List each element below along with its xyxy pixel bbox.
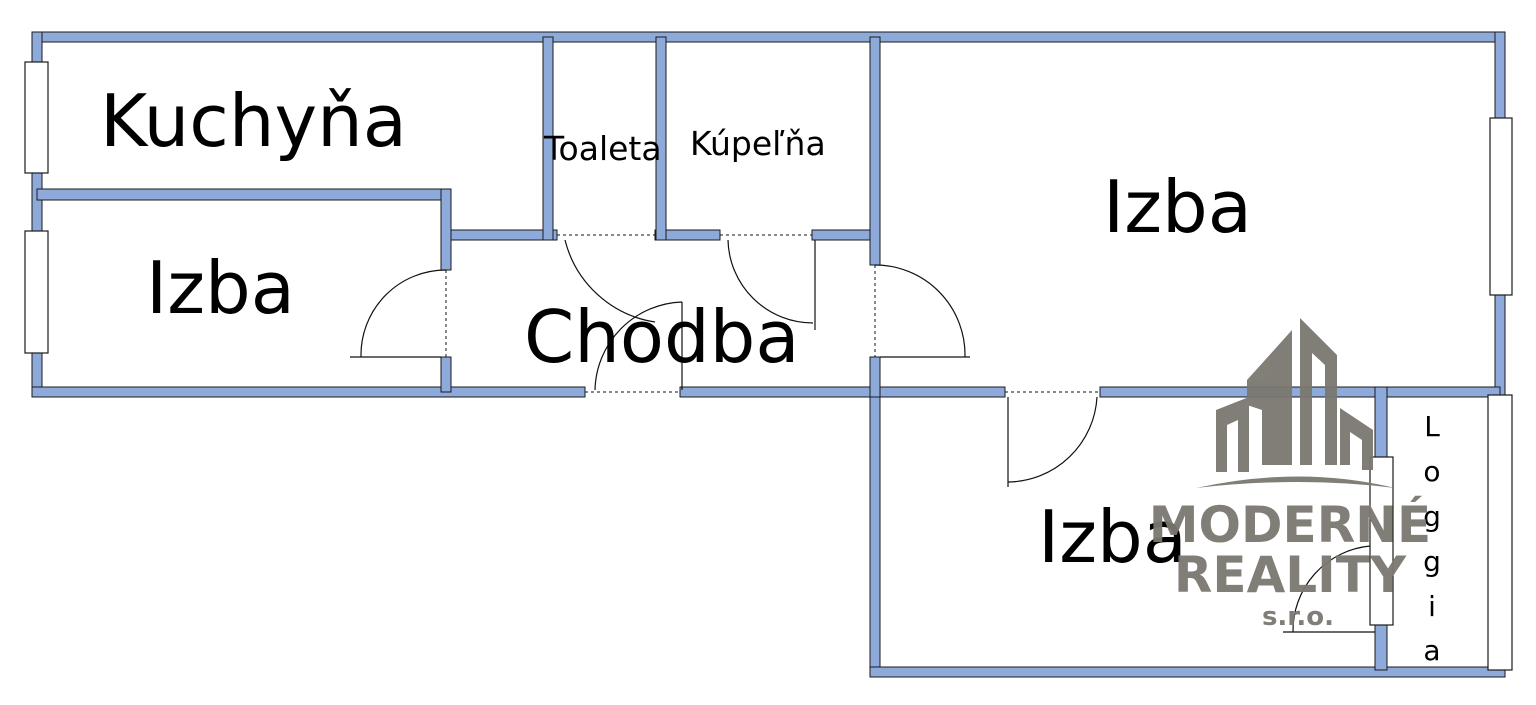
label-loggia: L o g g i a — [1423, 410, 1441, 667]
label-room-right: Izba — [1103, 165, 1252, 249]
logo-line3: s.r.o. — [1262, 602, 1334, 632]
label-room-lower: Izba — [1038, 495, 1187, 579]
logo-line1: MODERNÉ — [1149, 495, 1431, 554]
svg-text:g: g — [1423, 500, 1441, 533]
logo-line2: REALITY — [1174, 546, 1407, 604]
label-kitchen: Kuchyňa — [100, 79, 407, 163]
windows — [24, 61, 1513, 671]
label-toilet: Toaleta — [543, 129, 662, 168]
svg-text:i: i — [1428, 590, 1436, 623]
doors — [350, 234, 1375, 633]
svg-text:g: g — [1423, 545, 1441, 578]
company-logo: MODERNÉ REALITY s.r.o. — [1149, 318, 1431, 632]
label-bathroom: Kúpeľňa — [690, 124, 826, 163]
room-labels: Kuchyňa Izba Toaleta Kúpeľňa Izba Chodba… — [100, 79, 1441, 667]
label-room-left: Izba — [146, 246, 295, 330]
svg-text:o: o — [1423, 455, 1440, 488]
svg-text:L: L — [1424, 410, 1440, 443]
label-hallway: Chodba — [524, 295, 799, 379]
svg-text:a: a — [1423, 634, 1440, 667]
